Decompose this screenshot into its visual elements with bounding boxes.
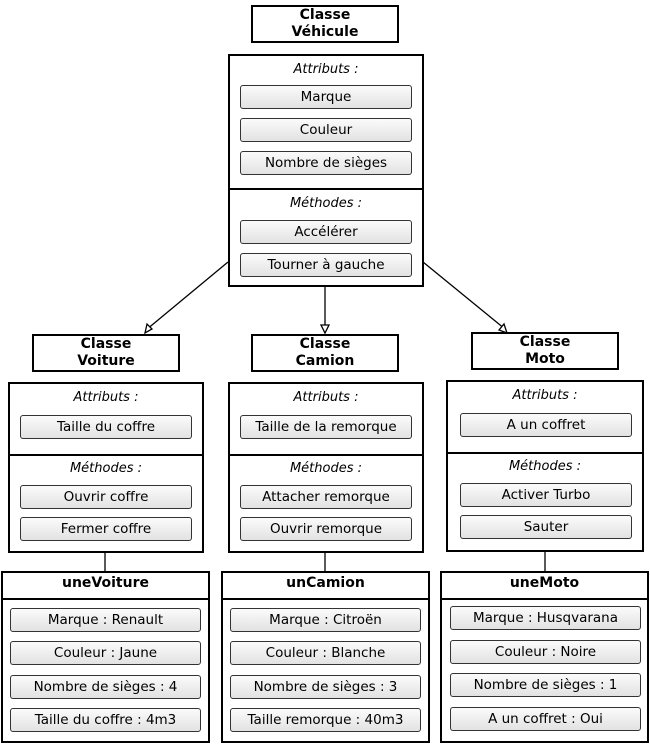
class-title-vehicule-line1: Classe bbox=[299, 7, 351, 23]
class-title-camion-line1: Classe bbox=[299, 336, 351, 352]
instance-name: uneVoiture bbox=[62, 575, 149, 591]
instance-un-camion: unCamion Marque : Citroën Couleur : Blan… bbox=[221, 571, 430, 743]
instance-value-couleur: Couleur : Blanche bbox=[230, 641, 421, 665]
attribute-taille-de-la-remorque: Taille de la remorque bbox=[240, 415, 412, 439]
inherit-arrowhead-voiture bbox=[144, 322, 154, 335]
class-title-camion-line2: Camion bbox=[295, 353, 355, 369]
method-ouvrir-coffre: Ouvrir coffre bbox=[20, 485, 192, 509]
method-sauter: Sauter bbox=[460, 515, 632, 539]
method-fermer-coffre: Fermer coffre bbox=[20, 517, 192, 541]
class-title-moto: Classe Moto bbox=[471, 332, 619, 370]
class-body-voiture: Attributs : Taille du coffre Méthodes : … bbox=[8, 382, 204, 553]
inherit-arrowhead-moto bbox=[497, 322, 509, 335]
method-accelerer: Accélérer bbox=[240, 220, 412, 244]
attributes-label: Attributs : bbox=[73, 390, 139, 405]
section-divider bbox=[230, 188, 422, 190]
class-title-voiture-line1: Classe bbox=[80, 336, 132, 352]
instance-name: uneMoto bbox=[509, 575, 580, 591]
inherit-line-voiture bbox=[145, 261, 229, 331]
attribute-a-un-coffret: A un coffret bbox=[460, 413, 632, 437]
class-title-voiture: Classe Voiture bbox=[32, 334, 180, 372]
attribute-taille-du-coffre: Taille du coffre bbox=[20, 415, 192, 439]
instance-value-marque: Marque : Renault bbox=[10, 608, 201, 632]
instance-une-voiture: uneVoiture Marque : Renault Couleur : Ja… bbox=[1, 571, 210, 743]
instance-title-divider bbox=[3, 598, 208, 600]
instance-value-marque: Marque : Citroën bbox=[230, 608, 421, 632]
section-divider bbox=[230, 454, 422, 456]
inherit-line-moto bbox=[422, 261, 506, 330]
class-title-vehicule: Classe Véhicule bbox=[251, 5, 399, 43]
attribute-nombre-de-sieges: Nombre de sièges bbox=[240, 151, 412, 175]
methods-label: Méthodes : bbox=[289, 461, 363, 476]
attributes-label: Attributs : bbox=[293, 390, 359, 405]
class-body-vehicule: Attributs : Marque Couleur Nombre de siè… bbox=[228, 54, 424, 287]
instance-title-divider bbox=[223, 598, 428, 600]
instance-value-marque: Marque : Husqvarana bbox=[450, 606, 641, 630]
class-body-camion: Attributs : Taille de la remorque Méthod… bbox=[228, 382, 424, 553]
instance-value-taille-du-coffre: Taille du coffre : 4m3 bbox=[10, 708, 201, 732]
class-title-voiture-line2: Voiture bbox=[77, 353, 135, 369]
method-ouvrir-remorque: Ouvrir remorque bbox=[240, 517, 412, 541]
instance-une-moto: uneMoto Marque : Husqvarana Couleur : No… bbox=[440, 571, 649, 743]
attributes-label: Attributs : bbox=[293, 62, 359, 77]
instance-value-nombre-de-sieges: Nombre de sièges : 4 bbox=[10, 675, 201, 699]
attributes-label: Attributs : bbox=[512, 388, 578, 403]
class-title-moto-line2: Moto bbox=[525, 351, 565, 367]
attribute-couleur: Couleur bbox=[240, 118, 412, 142]
instance-name: unCamion bbox=[286, 575, 365, 591]
class-title-moto-line1: Classe bbox=[519, 334, 571, 350]
instance-value-couleur: Couleur : Noire bbox=[450, 640, 641, 664]
methods-label: Méthodes : bbox=[508, 459, 582, 474]
class-title-camion: Classe Camion bbox=[251, 334, 399, 372]
instance-value-nombre-de-sieges: Nombre de sièges : 1 bbox=[450, 673, 641, 697]
instance-title-divider bbox=[442, 598, 647, 600]
section-divider bbox=[448, 452, 642, 454]
method-tourner-a-gauche: Tourner à gauche bbox=[240, 253, 412, 277]
method-attacher-remorque: Attacher remorque bbox=[240, 485, 412, 509]
instance-value-a-un-coffret: A un coffret : Oui bbox=[450, 707, 641, 731]
section-divider bbox=[10, 454, 202, 456]
method-activer-turbo: Activer Turbo bbox=[460, 483, 632, 507]
class-title-vehicule-line2: Véhicule bbox=[291, 24, 359, 40]
instance-value-taille-remorque: Taille remorque : 40m3 bbox=[230, 708, 421, 732]
attribute-marque: Marque bbox=[240, 85, 412, 109]
inherit-arrowhead-camion bbox=[319, 324, 331, 335]
class-body-moto: Attributs : A un coffret Méthodes : Acti… bbox=[446, 380, 644, 552]
methods-label: Méthodes : bbox=[289, 196, 363, 211]
instance-value-couleur: Couleur : Jaune bbox=[10, 641, 201, 665]
methods-label: Méthodes : bbox=[69, 461, 143, 476]
instance-value-nombre-de-sieges: Nombre de sièges : 3 bbox=[230, 675, 421, 699]
